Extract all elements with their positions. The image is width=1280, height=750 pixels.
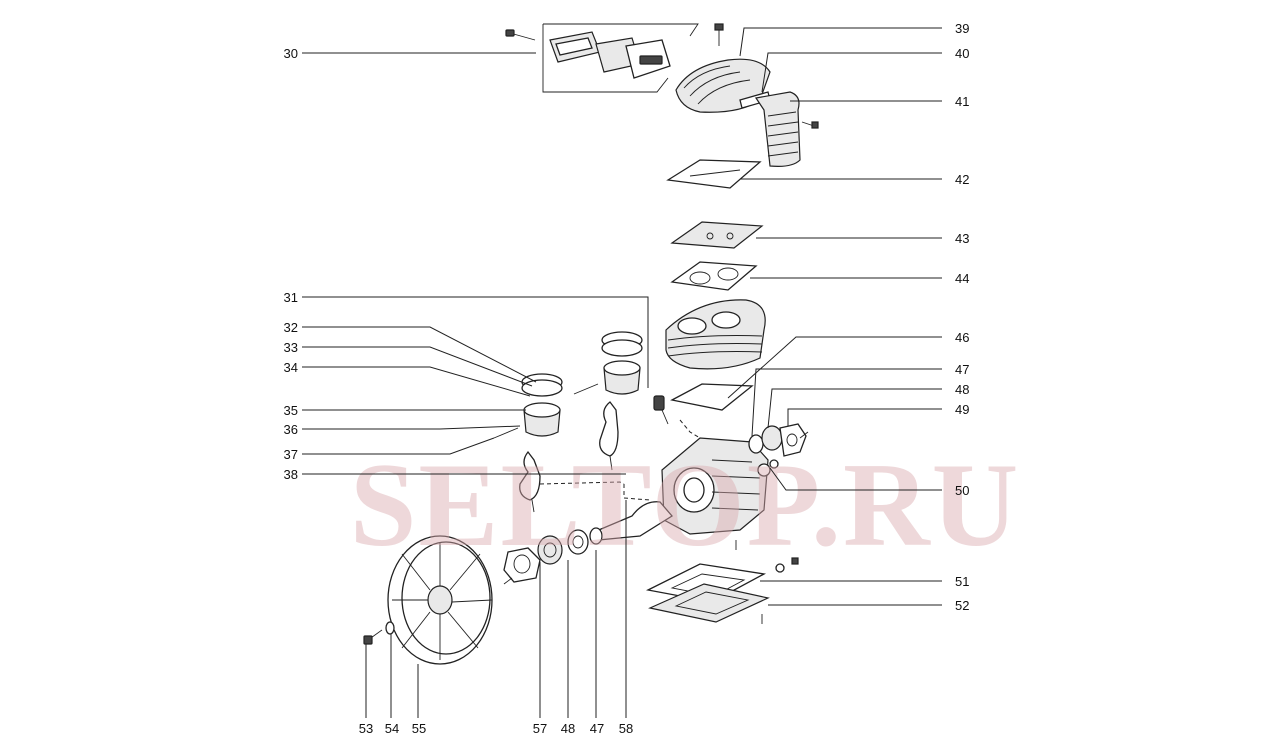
callout-43: 43 [955, 231, 969, 246]
callout-36: 36 [284, 422, 298, 437]
crankcase [661, 419, 769, 535]
air-filter-assembly [505, 23, 699, 93]
callout-38: 38 [284, 467, 298, 482]
callout-58: 58 [619, 721, 633, 736]
callout-54: 54 [385, 721, 399, 736]
callout-37: 37 [284, 447, 298, 462]
callout-48-right: 48 [955, 382, 969, 397]
piston-group-left [493, 373, 625, 513]
callout-40: 40 [955, 46, 969, 61]
callout-52: 52 [955, 598, 969, 613]
bottom-cover-plates [645, 540, 799, 624]
valve-plates [666, 159, 764, 291]
callout-31: 31 [284, 290, 298, 305]
callout-39: 39 [955, 21, 969, 36]
piston-group-right [573, 331, 643, 471]
callout-labels: 30 31 32 33 34 35 36 37 38 39 40 41 42 4… [284, 21, 970, 736]
bearing-flange-right [748, 423, 809, 477]
callout-48-bottom: 48 [561, 721, 575, 736]
callout-34: 34 [284, 360, 298, 375]
leader-lines [302, 27, 942, 718]
callout-46: 46 [955, 330, 969, 345]
callout-30: 30 [284, 46, 298, 61]
callout-44: 44 [955, 271, 969, 286]
cylinder-head-assembly [675, 23, 819, 167]
callout-57: 57 [533, 721, 547, 736]
callout-41: 41 [955, 94, 969, 109]
pulley-wheel [387, 535, 493, 665]
connecting-rod-small-part [653, 395, 669, 425]
callout-33: 33 [284, 340, 298, 355]
crankshaft [589, 484, 673, 545]
bearing-flange-front [503, 529, 589, 585]
callout-51: 51 [955, 574, 969, 589]
callout-50: 50 [955, 483, 969, 498]
callout-47-bottom: 47 [590, 721, 604, 736]
callout-47-right: 47 [955, 362, 969, 377]
callout-55: 55 [412, 721, 426, 736]
watermark-text: SELTOP.RU [350, 438, 1021, 571]
callout-53: 53 [359, 721, 373, 736]
callout-32: 32 [284, 320, 298, 335]
callout-35: 35 [284, 403, 298, 418]
cylinder-block [665, 299, 766, 411]
callout-49: 49 [955, 402, 969, 417]
callout-42: 42 [955, 172, 969, 187]
pulley-washer-and-bolt [363, 621, 395, 645]
